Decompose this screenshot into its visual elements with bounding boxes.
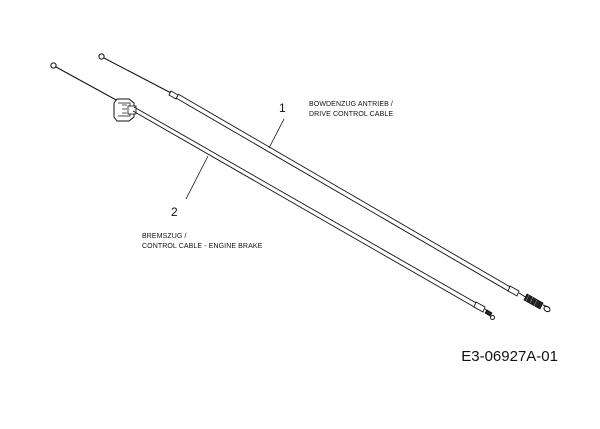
callout-2-leader [185, 155, 209, 200]
callout-1-label-en: DRIVE CONTROL CABLE [309, 111, 393, 118]
callout-1-leader [268, 118, 285, 149]
callout-1-label-de: BOWDENZUG ANTRIEB / [309, 101, 393, 108]
callout-1: 1 BOWDENZUG ANTRIEB / DRIVE CONTROL CABL… [268, 101, 393, 149]
engine-brake-cable [50, 62, 495, 320]
callout-2-label-en: CONTROL CABLE - ENGINE BRAKE [142, 243, 263, 250]
cable-2-clip [113, 98, 137, 122]
callout-2-number: 2 [171, 205, 178, 219]
cable-1-spring [523, 293, 544, 310]
callout-2: 2 BREMSZUG / CONTROL CABLE - ENGINE BRAK… [142, 155, 263, 250]
cable-1-eyelet [98, 53, 105, 60]
drawing-code: E3-06927A-01 [461, 348, 558, 365]
cable-2-eyelet [50, 62, 57, 69]
callout-1-number: 1 [279, 101, 286, 115]
callout-2-label-de: BREMSZUG / [142, 233, 187, 240]
drive-control-cable [98, 53, 551, 313]
